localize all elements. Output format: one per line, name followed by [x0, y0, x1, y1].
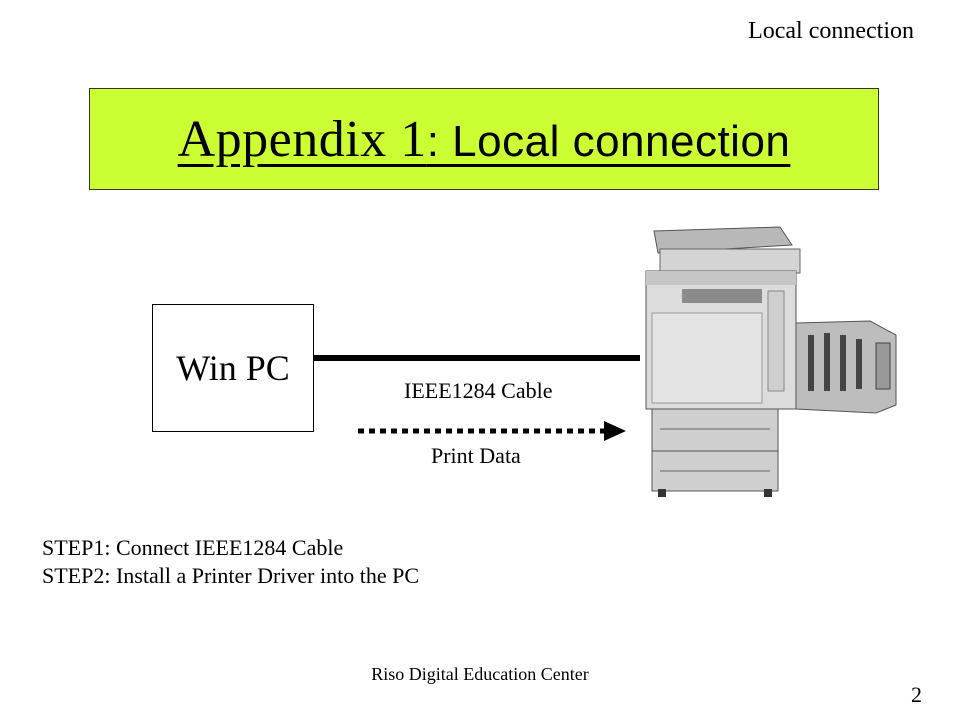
printer-image [640, 223, 897, 505]
cable-line [314, 355, 640, 361]
section-label: Local connection [748, 18, 914, 44]
footer: Riso Digital Education Center [371, 664, 589, 684]
step-2: STEP2: Install a Printer Driver into the… [42, 563, 420, 588]
cable-label: IEEE1284 Cable [404, 378, 553, 403]
print-data-arrow [358, 421, 626, 441]
title-banner: Appendix 1: Local connection [89, 88, 879, 190]
title-main: Appendix 1 [177, 110, 427, 168]
page-title: Appendix 1: Local connection [178, 110, 791, 169]
print-data-label: Print Data [431, 443, 521, 468]
title-sub: : Local connection [426, 116, 791, 166]
arrow-head [604, 421, 626, 441]
pc-label: Win PC [176, 348, 290, 388]
step-1: STEP1: Connect IEEE1284 Cable [42, 535, 344, 560]
pc-box: Win PC [152, 304, 314, 432]
page-number: 2 [911, 682, 922, 707]
